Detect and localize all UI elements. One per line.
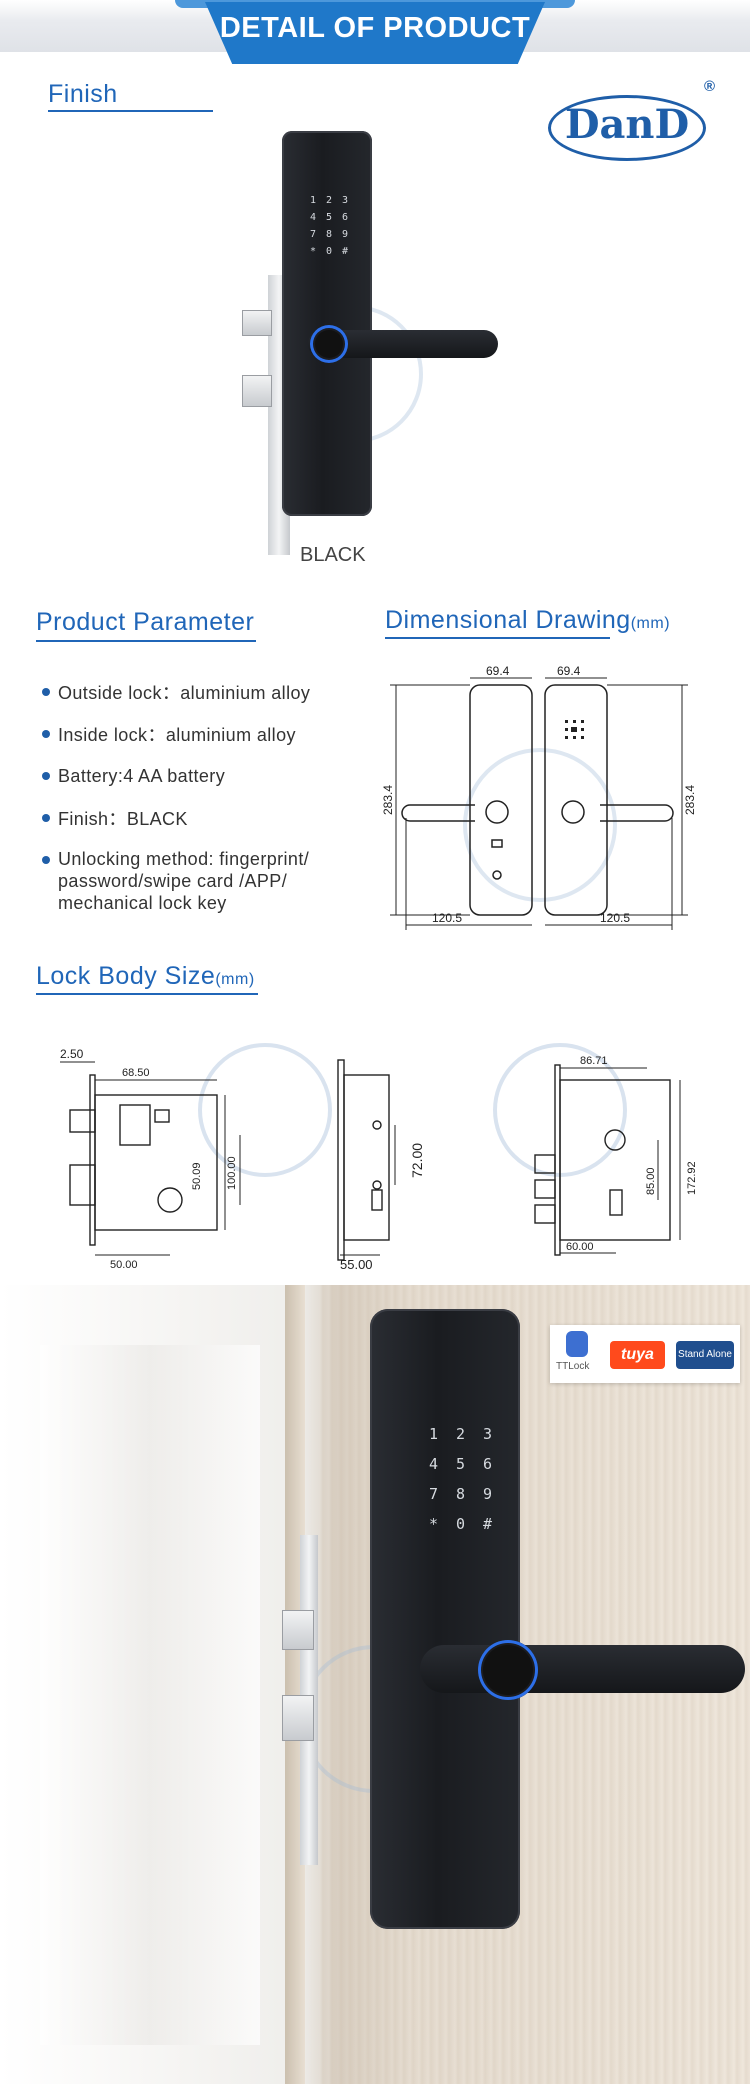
key-2: 2 xyxy=(325,195,333,206)
parameter-title: Product Parameter xyxy=(36,608,255,636)
key-star: * xyxy=(428,1515,439,1533)
dead-bolt xyxy=(282,1695,314,1741)
bullet-icon xyxy=(42,688,50,696)
parameter-inside-lock: Inside lock：aluminium alloy xyxy=(58,725,296,745)
dimensional-drawing: 69.4 69.4 283.4 283.4 120.5 120.5 xyxy=(381,664,697,930)
keypad: 1 2 3 4 5 6 7 8 9 * 0 # xyxy=(305,195,355,257)
dimensional-underline xyxy=(385,637,610,639)
key-3: 3 xyxy=(341,195,349,206)
key-star: * xyxy=(309,246,317,257)
ttlock-hand-icon xyxy=(566,1331,588,1357)
finish-color-label: BLACK xyxy=(300,544,366,566)
lockbody-title-text: Lock Body Size xyxy=(36,962,216,990)
app-tags: TTLock tuya Stand Alone xyxy=(550,1325,740,1383)
lock-panel xyxy=(370,1309,520,1929)
keypad: 1 2 3 4 5 6 7 8 9 * 0 # xyxy=(420,1425,500,1533)
dimensional-unit: (mm) xyxy=(630,615,671,632)
dim-handle-right: 120.5 xyxy=(600,911,630,925)
lifestyle-photo: 1 2 3 4 5 6 7 8 9 * 0 # TTLock tuya Stan… xyxy=(0,1285,750,2084)
registered-mark: ® xyxy=(704,78,716,95)
parameter-item: Battery:4 AA battery xyxy=(42,764,372,788)
key-7: 7 xyxy=(309,229,317,240)
finish-title: Finish xyxy=(48,80,118,108)
parameter-battery: Battery:4 AA battery xyxy=(58,765,226,786)
brand-logo-text: DanD xyxy=(564,101,690,148)
lockbody-dim-68-50: 68.50 xyxy=(122,1067,150,1079)
parameter-item: Inside lock：aluminium alloy xyxy=(42,722,372,746)
key-6: 6 xyxy=(482,1455,493,1473)
ttlock-label: TTLock xyxy=(556,1361,590,1372)
lockbody-dim-172-92: 172.92 xyxy=(686,1161,698,1195)
key-1: 1 xyxy=(309,195,317,206)
bullet-icon xyxy=(42,730,50,738)
key-hash: # xyxy=(482,1515,493,1533)
dim-height-right: 283.4 xyxy=(683,785,697,815)
lock-body-drawing: 2.50 68.50 50.09 100.00 50.00 72.00 55.0… xyxy=(60,1043,698,1270)
key-5: 5 xyxy=(325,212,333,223)
dim-width-left: 69.4 xyxy=(486,664,510,678)
latch-bolt xyxy=(282,1610,314,1650)
lockbody-dim-50-00: 50.00 xyxy=(110,1259,138,1270)
key-4: 4 xyxy=(428,1455,439,1473)
parameter-finish: Finish：BLACK xyxy=(58,809,188,829)
lock-panel xyxy=(282,131,372,516)
fingerprint-sensor-icon xyxy=(310,325,348,363)
lockbody-underline xyxy=(36,993,258,995)
fingerprint-sensor-icon xyxy=(478,1640,538,1700)
standalone-badge: Stand Alone xyxy=(676,1341,734,1369)
dead-bolt xyxy=(242,375,272,407)
key-4: 4 xyxy=(309,212,317,223)
lockbody-dim-72-00: 72.00 xyxy=(409,1143,425,1178)
finish-lock-image: 1 2 3 4 5 6 7 8 9 * 0 # xyxy=(230,125,510,555)
unlocking-line-1: Unlocking method: fingerprint/ xyxy=(58,849,310,869)
lockbody-dim-2-50: 2.50 xyxy=(60,1047,84,1061)
tuya-badge: tuya xyxy=(610,1341,665,1369)
key-0: 0 xyxy=(455,1515,466,1533)
parameter-outside-lock: Outside lock：aluminium alloy xyxy=(58,683,311,703)
lockbody-dim-100-00: 100.00 xyxy=(226,1156,238,1190)
key-9: 9 xyxy=(341,229,349,240)
parameter-item: Outside lock：aluminium alloy xyxy=(42,680,372,704)
parameter-list: Outside lock：aluminium alloy Inside lock… xyxy=(42,680,372,914)
dim-handle-left: 120.5 xyxy=(432,911,462,925)
key-7: 7 xyxy=(428,1485,439,1503)
dimensional-title: Dimensional Drawing(mm) xyxy=(385,606,670,635)
parameter-underline xyxy=(36,640,256,642)
dim-height-left: 283.4 xyxy=(381,785,395,815)
latch-bolt xyxy=(242,310,272,336)
key-hash: # xyxy=(341,246,349,257)
dimensional-title-text: Dimensional Drawing xyxy=(385,606,631,634)
bullet-icon xyxy=(42,856,50,864)
parameter-item: Unlocking method: fingerprint/ password/… xyxy=(42,848,372,914)
lockbody-dim-50-09: 50.09 xyxy=(191,1162,203,1190)
parameter-item: Finish：BLACK xyxy=(42,806,372,830)
bullet-icon xyxy=(42,814,50,822)
banner-title: DETAIL OF PRODUCT xyxy=(219,12,531,44)
bullet-icon xyxy=(42,772,50,780)
lockbody-dim-86-71: 86.71 xyxy=(580,1055,608,1067)
brand-logo xyxy=(548,95,706,161)
lever-handle xyxy=(420,1645,745,1693)
lockbody-dim-60-00: 60.00 xyxy=(566,1241,594,1253)
lockbody-unit: (mm) xyxy=(215,971,255,988)
unlocking-line-3: mechanical lock key xyxy=(58,893,227,913)
key-9: 9 xyxy=(482,1485,493,1503)
dim-width-right: 69.4 xyxy=(557,664,581,678)
lockbody-title: Lock Body Size(mm) xyxy=(36,962,255,991)
key-8: 8 xyxy=(455,1485,466,1503)
banner-tab xyxy=(205,2,545,64)
lockbody-dim-55-00: 55.00 xyxy=(340,1257,373,1270)
unlocking-line-2: password/swipe card /APP/ xyxy=(58,871,288,891)
key-1: 1 xyxy=(428,1425,439,1443)
key-8: 8 xyxy=(325,229,333,240)
key-6: 6 xyxy=(341,212,349,223)
key-5: 5 xyxy=(455,1455,466,1473)
key-3: 3 xyxy=(482,1425,493,1443)
door-edge xyxy=(285,1285,305,2084)
finish-underline xyxy=(48,110,213,112)
curtain-backdrop xyxy=(40,1345,260,2045)
key-2: 2 xyxy=(455,1425,466,1443)
lockbody-dim-85-00: 85.00 xyxy=(645,1167,657,1195)
key-0: 0 xyxy=(325,246,333,257)
